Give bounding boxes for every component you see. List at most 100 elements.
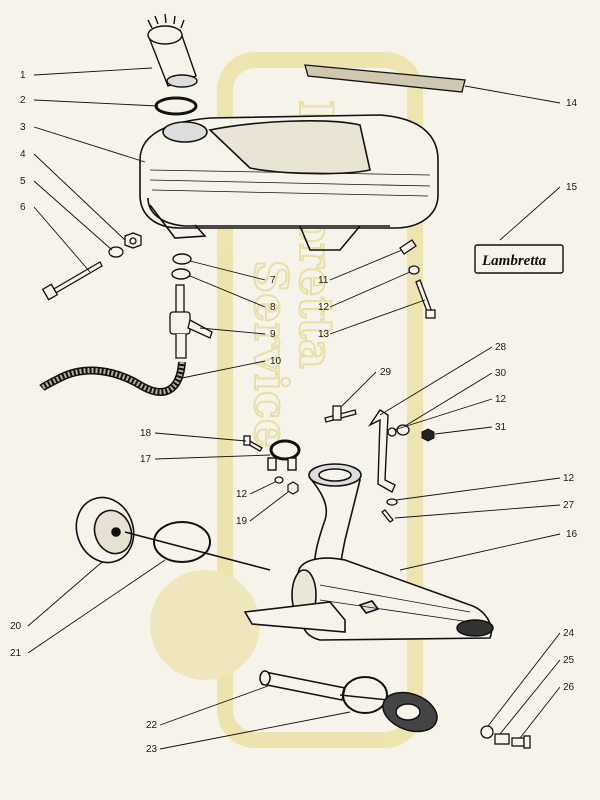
callout-label: 19 (236, 516, 248, 527)
leader-line (154, 432, 247, 442)
o-ring-21 (153, 521, 211, 563)
callout-label: 6 (20, 202, 26, 213)
callout-label: 27 (563, 500, 575, 511)
leader-line (181, 360, 266, 379)
leader-line (33, 206, 91, 273)
callout-label: 12 (318, 302, 330, 313)
badge-text: Lambretta (481, 253, 547, 269)
leader-line (159, 685, 269, 726)
rod (124, 531, 271, 571)
leader-line (341, 371, 377, 407)
washer-30 (396, 424, 410, 436)
nut-19 (287, 481, 299, 495)
air-filter-body (75, 496, 135, 564)
leader-line (487, 632, 561, 727)
knob (339, 691, 438, 733)
callout-label: 15 (566, 182, 578, 193)
watermark-frame (217, 52, 423, 748)
leader-line (394, 504, 561, 519)
bracket-28 (367, 409, 396, 493)
watermark-line2: Service (244, 260, 298, 448)
leader-line (519, 686, 561, 739)
leader-line (199, 327, 266, 335)
badge: Lambretta (474, 244, 564, 274)
leader-line (249, 491, 289, 522)
leader-line (329, 271, 411, 308)
callout-label: 10 (270, 356, 282, 367)
screw-26 (511, 735, 531, 749)
callout-label: 7 (270, 275, 276, 286)
callout-label: 2 (20, 95, 26, 106)
callout-label: 4 (20, 149, 26, 160)
washer-7 (172, 253, 192, 265)
washer-8 (171, 268, 191, 280)
washer-24 (480, 725, 494, 739)
callout-label: 23 (146, 744, 158, 755)
callout-label: 25 (563, 655, 575, 666)
filler-gasket (154, 96, 198, 116)
exhaust (243, 463, 494, 641)
leader-line (189, 260, 266, 281)
leader-line (27, 559, 166, 654)
leader-line (329, 299, 426, 335)
bolt-13 (415, 279, 436, 319)
callout-label: 12 (236, 489, 248, 500)
long-bolt (41, 261, 103, 301)
washer-12c (274, 476, 284, 484)
leader-line (189, 275, 266, 308)
leader-line (249, 481, 276, 495)
leader-line (329, 249, 403, 281)
leader-line (33, 153, 126, 241)
leader-line (434, 426, 493, 435)
leader-line (499, 659, 561, 735)
fuel-hose (39, 361, 186, 396)
callout-labels: 1234567891011121314151617121920212223242… (10, 70, 578, 755)
leader-line (393, 398, 493, 431)
tab-clip (399, 239, 417, 255)
callout-label: 24 (563, 628, 575, 639)
fuel-tap (169, 284, 213, 359)
leader-line (404, 372, 493, 427)
callout-label: 31 (495, 422, 507, 433)
leader-line (395, 477, 561, 501)
callout-label: 1 (20, 70, 26, 81)
filler-neck (147, 13, 198, 88)
bush-25 (494, 733, 510, 745)
o-ring-23 (342, 676, 388, 714)
callout-label: 5 (20, 176, 26, 187)
callout-label: 30 (495, 368, 507, 379)
rubber-strip (304, 64, 466, 93)
bolt-29 (324, 405, 357, 423)
leader-line (33, 180, 113, 251)
washer-12b (387, 427, 397, 437)
callout-label: 9 (270, 329, 276, 340)
washer-12d (386, 498, 398, 506)
callout-label: 26 (563, 682, 575, 693)
nut-washer (108, 232, 142, 258)
callout-label: 21 (10, 648, 22, 659)
fuel-tank (139, 114, 439, 251)
callout-label: 12 (563, 473, 575, 484)
leader-line (33, 67, 153, 76)
callout-label: 12 (495, 394, 507, 405)
callout-label: 18 (140, 428, 152, 439)
callout-label: 28 (495, 342, 507, 353)
callout-label: 22 (146, 720, 158, 731)
leader-line (379, 346, 493, 416)
leader-line (27, 561, 103, 627)
leader-line (154, 454, 271, 460)
callout-label: 17 (140, 454, 152, 465)
callout-label: 29 (380, 367, 392, 378)
callout-label: 20 (10, 621, 22, 632)
callout-label: 13 (318, 329, 330, 340)
clamp-17 (267, 439, 301, 471)
callout-label: 14 (566, 98, 578, 109)
leader-line (464, 85, 561, 104)
callout-label: 11 (318, 275, 329, 286)
callout-label: 16 (566, 529, 578, 540)
nut-31 (421, 428, 435, 442)
fuel-hose-texture (40, 361, 185, 395)
screw-27 (381, 509, 394, 523)
